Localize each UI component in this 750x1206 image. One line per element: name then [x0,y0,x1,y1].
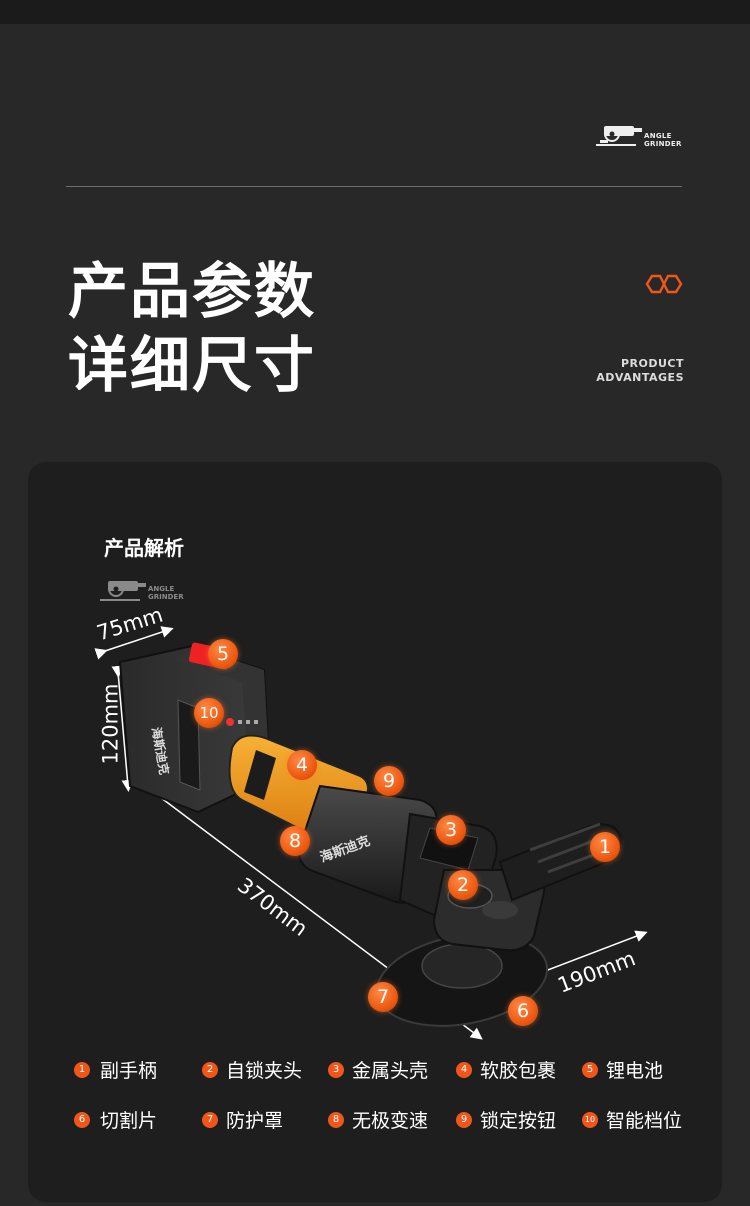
dim-height-label: 120mm [98,683,123,765]
legend-label: 切割片 [100,1110,158,1132]
legend-num: 1 [74,1061,90,1078]
legend-label: 自锁夹头 [226,1060,303,1082]
headline-line2: 详细尺寸 [68,331,316,401]
legend-item-3: 3 金属头壳 [328,1056,428,1083]
dim-line-height [111,665,134,792]
card-logo-line1: ANGLE [148,585,175,593]
legend-label: 锁定按钮 [480,1110,557,1132]
legend-label: 锂电池 [606,1060,664,1082]
marker-6: 6 [508,996,538,1026]
legend-item-9: 9 锁定按钮 [456,1106,556,1133]
legend-num: 3 [328,1061,344,1078]
marker-2: 2 [448,870,478,900]
legend-num: 8 [328,1111,344,1128]
grinder-logo-icon [596,126,642,146]
legend-label: 副手柄 [100,1060,158,1082]
grinder-illustration: 海斯迪克 海斯迪克 [94,626,648,1040]
legend-item-8: 8 无极变速 [328,1106,428,1133]
marker-5: 5 [208,639,238,669]
legend-label: 金属头壳 [352,1060,429,1082]
card-grinder-logo: ANGLE GRINDER [98,575,188,607]
legend-label: 智能档位 [606,1110,683,1132]
legend-item-2: 2 自锁夹头 [202,1056,302,1083]
legend-num: 10 [582,1111,598,1128]
legend-item-5: 5 锂电池 [582,1056,663,1083]
legend-num: 6 [74,1111,90,1128]
angle-grinder-logo: ANGLE GRINDER [594,120,684,152]
grinder-logo-icon-small [100,581,146,601]
legend-item-10: 10 智能档位 [582,1106,682,1133]
headline-line1: 产品参数 [68,257,316,327]
logo-text-line1: ANGLE [644,132,672,140]
adv-line2: ADVANTAGES [596,371,684,384]
card-title: 产品解析 [104,536,184,560]
legend-num: 5 [582,1061,598,1078]
marker-7: 7 [368,982,398,1012]
legend-num: 4 [456,1061,472,1078]
guard [421,943,503,989]
legend-num: 2 [202,1061,218,1078]
legend-label: 防护罩 [226,1110,284,1132]
marker-10: 10 [194,698,224,728]
motor-body: 海斯迪克 [228,734,498,925]
card-logo-line2: GRINDER [148,593,184,601]
marker-3: 3 [436,815,466,845]
legend-num: 7 [202,1111,218,1128]
adv-line1: PRODUCT [620,357,684,370]
legend-item-7: 7 防护罩 [202,1106,283,1133]
hexagon-link-icon [645,274,683,294]
marker-8: 8 [280,826,310,856]
page-title: 产品参数 详细尺寸 [68,255,316,403]
divider [66,186,682,187]
marker-4: 4 [287,750,317,780]
dim-line-width [94,626,174,660]
legend-item-6: 6 切割片 [74,1106,157,1133]
legend-label: 软胶包裹 [480,1060,557,1082]
legend-num: 9 [456,1111,472,1128]
marker-1: 1 [590,832,620,862]
logo-text-line2: GRINDER [644,140,682,148]
legend-item-4: 4 软胶包裹 [456,1056,556,1083]
product-advantages-label: PRODUCT ADVANTAGES [596,357,684,385]
legend-label: 无极变速 [352,1110,429,1132]
legend-item-1: 1 副手柄 [74,1056,157,1083]
marker-9: 9 [374,766,404,796]
top-bar [0,0,750,24]
